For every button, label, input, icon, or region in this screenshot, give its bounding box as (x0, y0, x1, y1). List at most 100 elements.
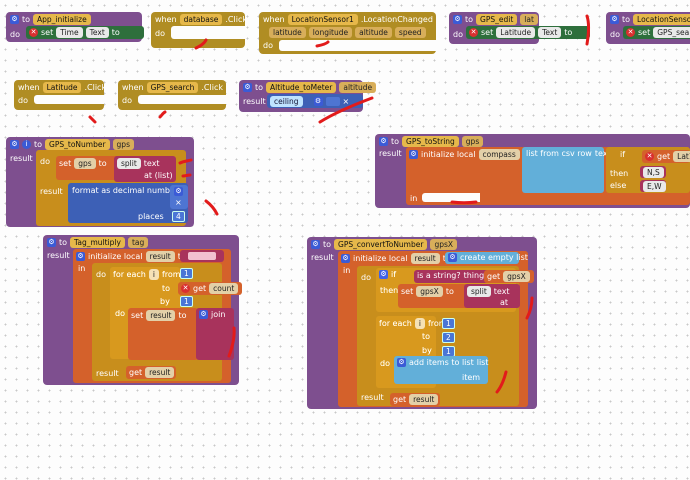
gear-icon[interactable]: ⚙ (199, 310, 208, 319)
set-result-block[interactable]: set result to (128, 308, 198, 360)
get-result-block[interactable]: get result (126, 366, 176, 379)
split-dropdown[interactable]: split (467, 286, 491, 297)
gear-icon[interactable]: ⚙ (47, 238, 56, 247)
param-gpsx[interactable]: gpsX (430, 239, 458, 250)
scribble-1 (194, 38, 208, 50)
multiply-operand-slot[interactable] (325, 97, 340, 106)
then-text-value[interactable]: N,S (643, 167, 664, 178)
gear-icon[interactable]: ⚙ (341, 254, 350, 263)
procedure-name[interactable]: GPS_convertToNumber (334, 239, 428, 250)
component-dropdown[interactable]: Time (56, 27, 83, 38)
get-gpsx-block[interactable]: get gpsX (484, 270, 534, 283)
gear-icon[interactable]: ⚙ (10, 15, 19, 24)
gear-icon[interactable]: ⚙ (409, 150, 418, 159)
variable-i[interactable]: i (148, 269, 159, 280)
multiply-block[interactable]: ⚙ × (170, 185, 188, 209)
gear-icon[interactable]: ⚙ (448, 253, 457, 262)
ceiling-block[interactable]: ceiling ⚙ × (267, 94, 363, 108)
procedure-name[interactable]: App_initialize (33, 14, 91, 25)
variable-i[interactable]: i (414, 318, 425, 329)
variable-count[interactable]: count (209, 283, 239, 294)
by-number[interactable]: 1 (180, 296, 193, 307)
component-name[interactable]: GPS_search (146, 82, 199, 93)
empty-text-value[interactable] (188, 252, 216, 260)
list-from-csv-block[interactable]: list from csv row text (522, 147, 611, 193)
variable-lat1[interactable]: Lat1 (673, 151, 690, 162)
else-text-value[interactable]: E,W (643, 181, 666, 192)
event-latitude-click[interactable]: when Latitude .Click do (14, 80, 106, 110)
component-name[interactable]: database (179, 14, 223, 25)
split-block[interactable]: split text at (464, 284, 520, 308)
variable-gps[interactable]: gps (74, 158, 96, 169)
property-dropdown[interactable]: Text (538, 27, 562, 38)
param-longitude[interactable]: longitude (308, 27, 353, 38)
event-gps-search-click[interactable]: when GPS_search .Click do (118, 80, 226, 110)
param-latitude[interactable]: latitude (269, 27, 306, 38)
component-name[interactable]: LocationSensor1 (287, 14, 358, 25)
to-number[interactable]: 2 (442, 332, 455, 343)
procedure-name[interactable]: Altitude_toMeter (266, 82, 337, 93)
param-speed[interactable]: speed (394, 27, 426, 38)
get-result-block[interactable]: get result (390, 393, 440, 406)
param-tag[interactable]: tag (127, 237, 149, 248)
from-number[interactable]: 1 (442, 318, 455, 329)
gear-icon[interactable]: ⚙ (453, 15, 462, 24)
component-dropdown[interactable]: Latitude (496, 27, 536, 38)
then-text-block[interactable]: N,S (640, 166, 666, 178)
procedure-name[interactable]: LocationSensor_ (633, 14, 690, 25)
set-gpsx-block[interactable]: set gpsX to (398, 284, 468, 308)
procedure-name[interactable]: Tag_multiply (70, 237, 125, 248)
component-name[interactable]: Latitude (42, 82, 82, 93)
event-database-click[interactable]: when database .Click do (151, 12, 247, 48)
gear-icon[interactable]: ⚙ (311, 240, 320, 249)
set-gps-search-block[interactable]: ✕ set GPS_sea (623, 26, 690, 39)
procedure-name[interactable]: GPS_toString (402, 136, 459, 147)
else-text-block[interactable]: E,W (640, 180, 666, 192)
gear-icon[interactable]: ⚙ (313, 97, 323, 106)
variable-result[interactable]: result (145, 251, 175, 262)
gear-icon[interactable]: ⚙ (610, 15, 619, 24)
variable-compass[interactable]: compass (478, 149, 520, 160)
ceiling-dropdown[interactable]: ceiling (270, 96, 303, 107)
from-number[interactable]: 1 (180, 268, 193, 279)
places-number[interactable]: 4 (172, 211, 185, 222)
param-altitude[interactable]: altitude (355, 27, 392, 38)
add-items-to-list-block[interactable]: ⚙ add items to list list item (394, 356, 488, 384)
gear-icon[interactable]: ⚙ (397, 358, 406, 367)
get-lat1-block[interactable]: ✕ get Lat1 (642, 150, 690, 163)
split-dropdown[interactable]: split (117, 158, 141, 169)
procedure-name[interactable]: GPS_edit (476, 14, 518, 25)
gear-icon[interactable]: ⚙ (76, 252, 85, 261)
info-icon[interactable]: i (22, 140, 31, 149)
property-dropdown[interactable]: Text (85, 27, 109, 38)
gear-icon[interactable]: ⚙ (379, 137, 388, 146)
param-gps[interactable]: gps (112, 139, 134, 150)
gear-icon[interactable]: ⚙ (174, 187, 183, 196)
param-gps[interactable]: gps (461, 136, 484, 147)
param-lat[interactable]: lat (520, 14, 538, 25)
gear-icon[interactable]: ⚙ (243, 83, 252, 92)
set-time-text-block[interactable]: ✕ set Time Text to (26, 26, 144, 39)
keyword-do: do (155, 29, 165, 38)
event-location-changed[interactable]: when LocationSensor1 .LocationChanged la… (259, 12, 436, 54)
variable-result[interactable]: result (410, 253, 440, 264)
component-dropdown[interactable]: GPS_sea (653, 27, 690, 38)
variable-result[interactable]: result (145, 367, 175, 378)
empty-text-block[interactable] (180, 250, 224, 262)
gear-icon[interactable]: ⚙ (379, 270, 388, 279)
set-latitude-text-block[interactable]: ✕ set Latitude Text to (466, 26, 590, 39)
variable-gpsx[interactable]: gpsX (416, 286, 443, 297)
gear-icon[interactable]: ⚙ (10, 140, 19, 149)
set-label: set (481, 28, 494, 37)
format-decimal-block[interactable]: format as decimal number places 4 (68, 183, 188, 223)
procedure-name[interactable]: GPS_toNumber (45, 139, 110, 150)
variable-result[interactable]: result (146, 310, 176, 321)
param-altitude[interactable]: altitude (339, 82, 377, 93)
create-empty-list-block[interactable]: ⚙ create empty list (445, 252, 528, 264)
variable-gpsx[interactable]: gpsX (503, 271, 530, 282)
get-count-block[interactable]: ✕ get count (178, 282, 242, 295)
split-block[interactable]: split text at (list) (114, 156, 176, 182)
variable-result[interactable]: result (409, 394, 439, 405)
join-block[interactable]: ⚙ join (196, 308, 234, 360)
